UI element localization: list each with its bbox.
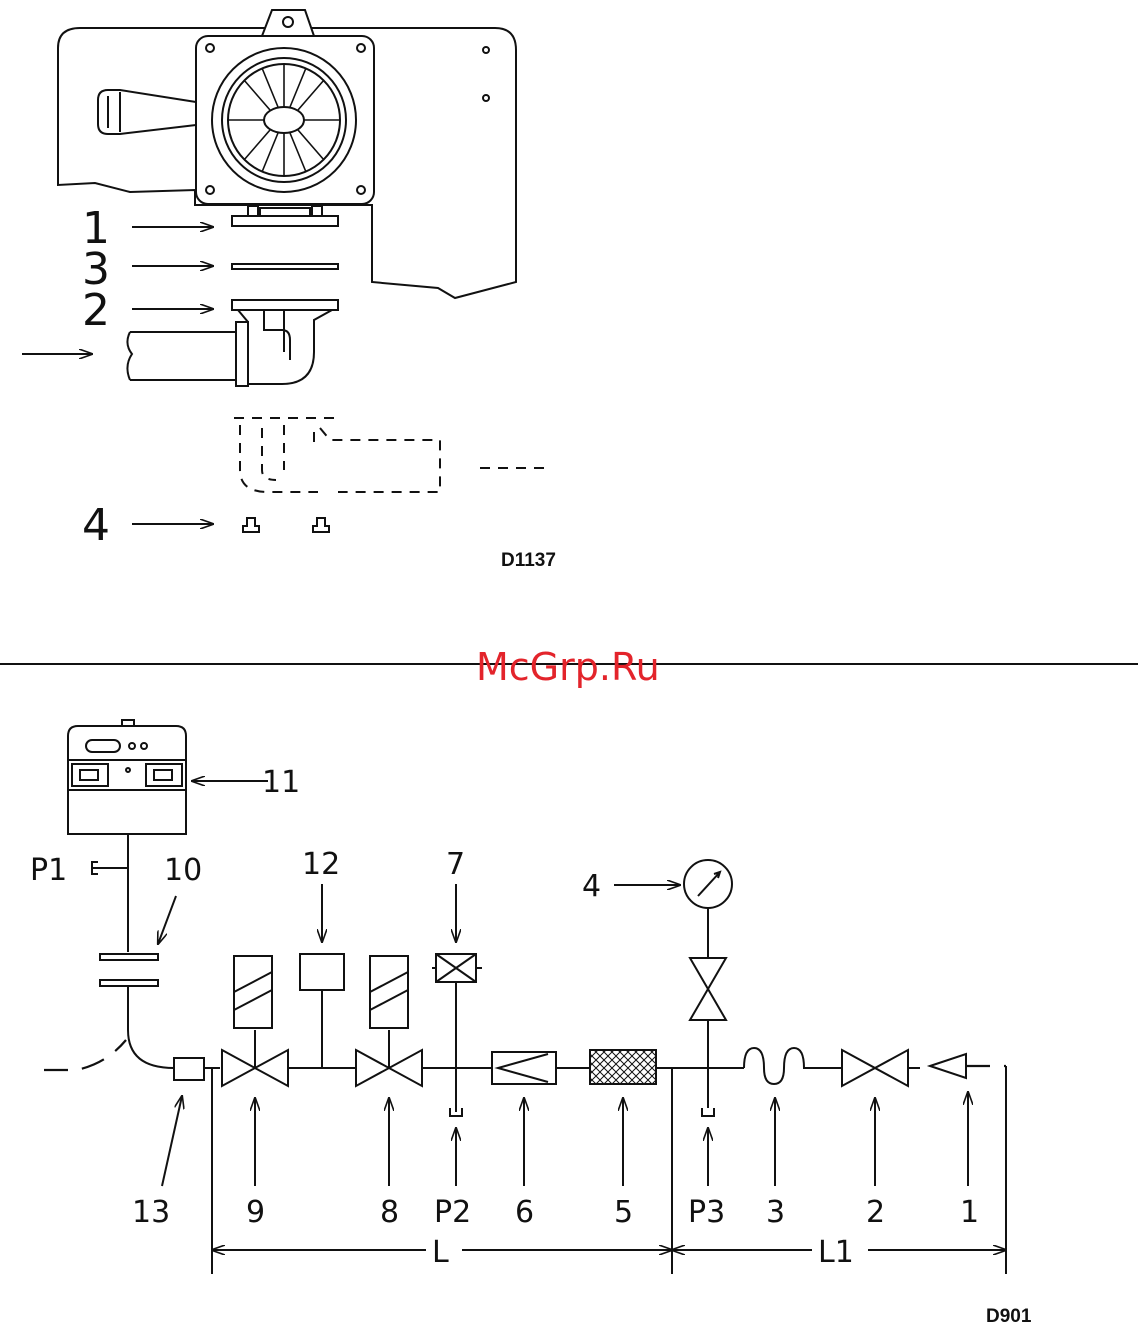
label-13: 13 xyxy=(132,1195,170,1230)
filter-5 xyxy=(590,1050,656,1084)
label-5: 5 xyxy=(614,1195,633,1230)
label-7: 7 xyxy=(446,847,465,882)
label-9: 9 xyxy=(246,1195,265,1230)
label-11: 11 xyxy=(262,765,300,800)
label-8: 8 xyxy=(380,1195,399,1230)
seal-control-7 xyxy=(432,954,482,1112)
label-4: 4 xyxy=(582,869,601,904)
control-box xyxy=(68,720,186,834)
label-10: 10 xyxy=(164,853,202,888)
pressure-tap-p3 xyxy=(702,1108,714,1116)
dimension-l1-label: L1 xyxy=(818,1235,854,1270)
gas-train-figure: L L1 11 P1 10 12 7 4 13 9 8 P2 6 5 P3 3 xyxy=(30,720,1032,1327)
label-12: 12 xyxy=(302,847,340,882)
figure-code-top: D1137 xyxy=(501,550,556,571)
component-13 xyxy=(174,1058,204,1080)
valve-8 xyxy=(356,956,422,1086)
valve-9 xyxy=(222,956,288,1086)
manometer-4 xyxy=(684,860,732,1108)
callout-4-label: 4 xyxy=(82,500,110,551)
part-2-elbow xyxy=(127,300,338,386)
pressure-tap-p1 xyxy=(92,862,128,874)
watermark: McGrp.Ru xyxy=(476,645,660,689)
label-p2: P2 xyxy=(434,1195,471,1230)
part-4-screws xyxy=(243,518,329,532)
label-2: 2 xyxy=(866,1195,885,1230)
lifting-lug xyxy=(262,10,314,36)
label-p1: P1 xyxy=(30,853,67,888)
alternative-elbow-dashed xyxy=(234,418,552,492)
compensator-3 xyxy=(744,1048,810,1084)
part-3-gasket xyxy=(232,264,338,269)
cable-gland xyxy=(98,90,196,134)
burner-supply-dashed xyxy=(44,1040,126,1070)
manual-valve-2 xyxy=(842,1050,908,1086)
pressure-regulator-6 xyxy=(492,1052,556,1084)
pressure-switch-12 xyxy=(300,954,344,1068)
figure-code-bottom: D901 xyxy=(986,1306,1032,1327)
label-1: 1 xyxy=(960,1195,979,1230)
fan-impeller xyxy=(212,48,356,192)
label-p3: P3 xyxy=(688,1195,725,1230)
gas-flange-10 xyxy=(100,954,158,986)
label-6: 6 xyxy=(515,1195,534,1230)
burner-assembly-figure: 1 3 2 4 D1137 xyxy=(22,10,556,571)
label-3: 3 xyxy=(766,1195,785,1230)
dimension-l-label: L xyxy=(432,1235,449,1270)
part-1-flange xyxy=(232,206,338,226)
callout-2-label: 2 xyxy=(82,285,110,336)
